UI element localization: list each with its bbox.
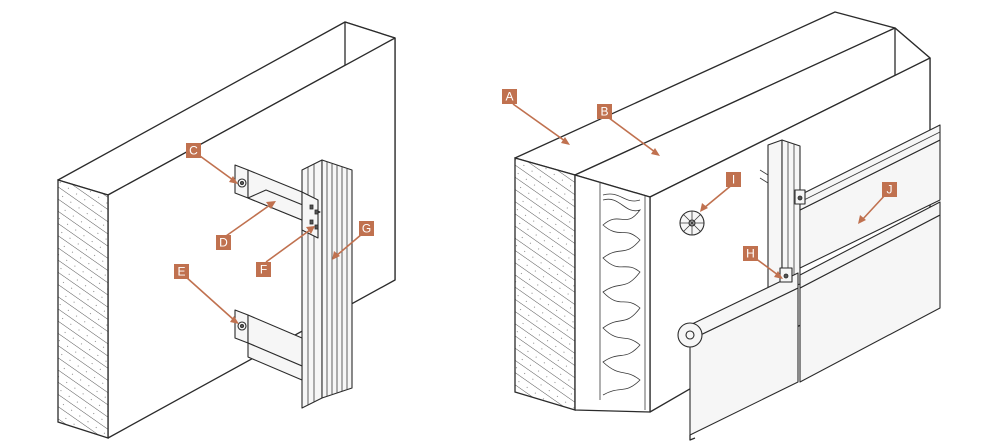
- label-box-D: [216, 235, 231, 250]
- label-text-A: A: [505, 90, 513, 104]
- label-box-A: [502, 89, 517, 104]
- label-A: A: [502, 89, 517, 104]
- bottom-bracket: [234, 309, 303, 381]
- right-wall-assembly: [514, 11, 941, 441]
- label-C: C: [186, 143, 201, 158]
- label-box-I: [726, 172, 741, 187]
- insulation-pattern: [599, 182, 646, 410]
- left-wall-section-hatch: [57, 179, 109, 439]
- label-G: G: [359, 221, 374, 236]
- label-text-E: E: [177, 265, 185, 279]
- right-vertical-rail: [759, 139, 801, 297]
- label-box-C: [186, 143, 201, 158]
- label-text-G: G: [362, 222, 371, 236]
- label-text-C: C: [189, 144, 198, 158]
- arrows: [185, 103, 887, 324]
- label-box-G: [359, 221, 374, 236]
- top-bracket: [234, 164, 321, 239]
- cladding-panels: [677, 124, 941, 441]
- label-H: H: [743, 246, 758, 261]
- label-text-B: B: [600, 105, 608, 119]
- label-box-F: [256, 262, 271, 277]
- label-box-H: [743, 246, 758, 261]
- left-wall-assembly: [57, 21, 396, 439]
- label-J: J: [882, 182, 897, 197]
- label-F: F: [256, 262, 271, 277]
- label-I: I: [726, 172, 741, 187]
- label-box-E: [174, 264, 189, 279]
- label-box-B: [597, 104, 612, 119]
- label-text-J: J: [887, 183, 893, 197]
- label-text-I: I: [732, 173, 735, 187]
- ventilation-grille: [679, 210, 705, 236]
- label-text-F: F: [260, 263, 267, 277]
- label-text-H: H: [746, 247, 755, 261]
- label-E: E: [174, 264, 189, 279]
- label-B: B: [597, 104, 612, 119]
- vertical-rail: [301, 159, 353, 409]
- right-wall-section-hatch: [514, 157, 576, 411]
- label-box-J: [882, 182, 897, 197]
- label-D: D: [216, 235, 231, 250]
- label-text-D: D: [219, 236, 228, 250]
